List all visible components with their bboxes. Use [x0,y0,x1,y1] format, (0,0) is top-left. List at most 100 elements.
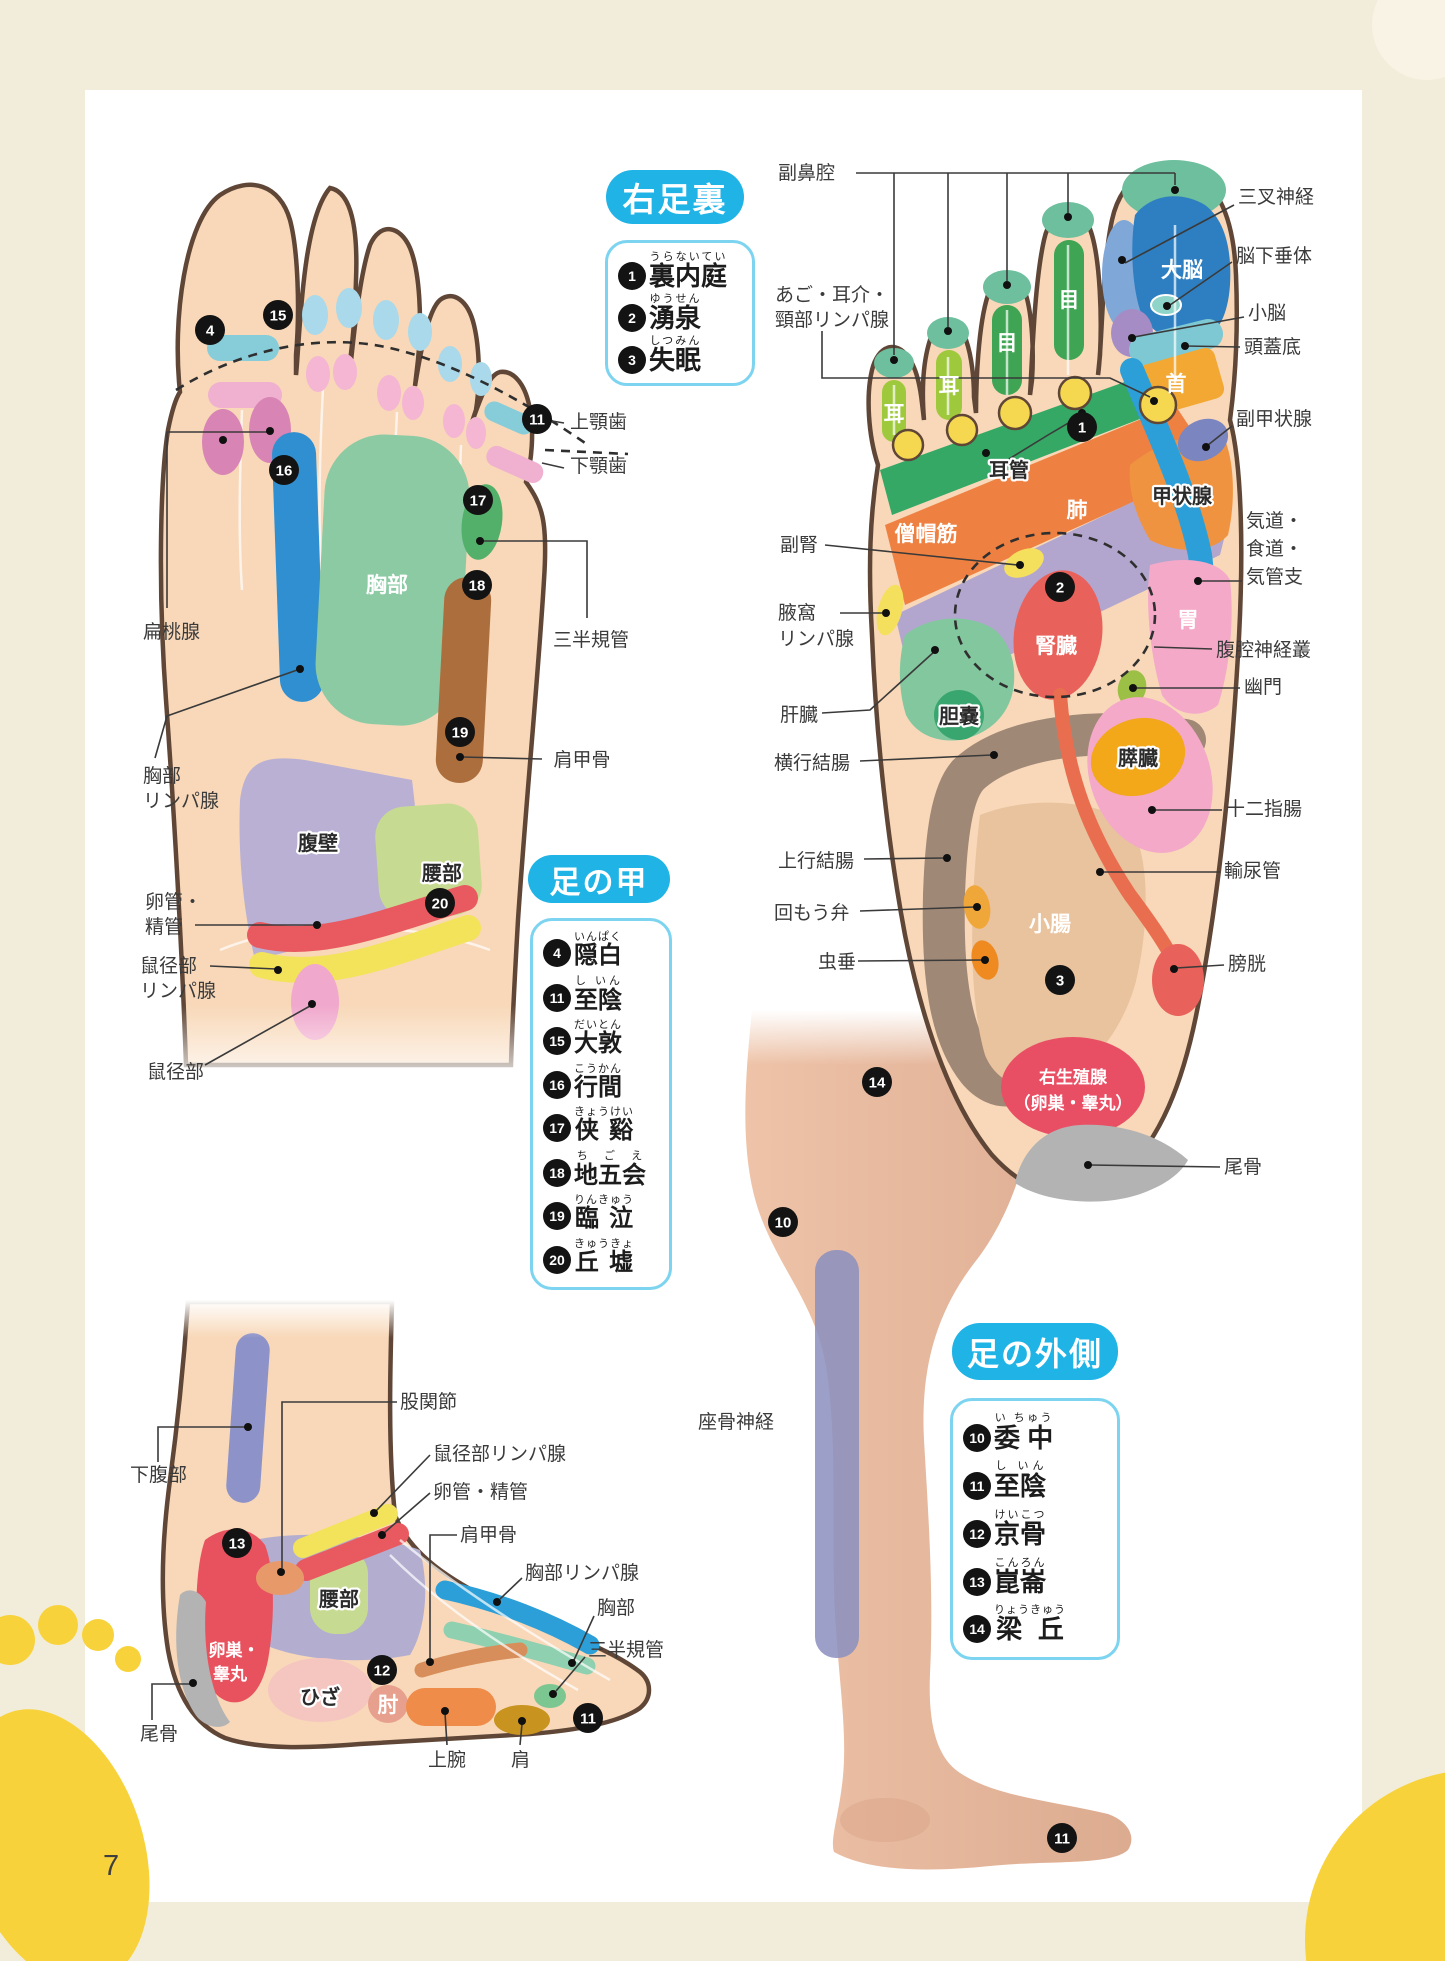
label-celiac: 腹腔神経叢 [1216,639,1311,661]
zone-abdominal-wall [239,758,418,960]
point-number-12: 12 [963,1519,991,1548]
label-upper-jaw: 上顎歯 [570,411,627,433]
legend-item-urana: 1 裏内庭うらないてい [618,251,742,293]
zone-axillary-lymph [876,584,904,636]
label-upper-arm: 上腕 [428,1749,466,1771]
label-jaw-lymph-1: あご・耳介・ [775,284,889,306]
label-chest-lymph-2: リンパ腺 [143,790,219,812]
section-header-outside: 足の外側 [952,1323,1118,1380]
label-airway-2: 食道・ [1246,538,1303,560]
zone-groin-lymph-band [249,915,481,983]
point-label: 梁 丘 [994,1614,1066,1645]
label-stomach: 胃 [1178,609,1199,632]
badge-11-side: 11 [573,1703,603,1733]
badge-1: 1 [1067,412,1097,442]
label-eye-1: 目 [1059,289,1080,312]
point-label: 湧泉 [649,303,702,333]
point-label: 丘 墟 [574,1248,634,1276]
label-tonsil: 扁桃腺 [143,621,200,643]
zone-little-toe-blue [484,401,534,435]
svg-text:14: 14 [869,1075,886,1092]
point-number-17: 17 [543,1114,571,1143]
label-lung: 肺 [1067,499,1088,522]
label-groin-lymph-2: リンパ腺 [140,980,216,1002]
label-trigeminal: 三叉神経 [1238,186,1314,208]
label-trapezius: 僧帽筋 [895,522,958,546]
point-number-20: 20 [543,1245,571,1274]
badge-11-leg: 11 [1047,1823,1077,1853]
badge-20: 20 [425,888,455,918]
point-label: 侠 谿 [574,1117,634,1145]
zone-chest [315,434,470,726]
zone-little-toe-pink [486,445,544,484]
label-ear-2: 耳 [884,403,905,426]
point-number-13: 13 [963,1567,991,1596]
point-label: 京骨 [994,1518,1047,1549]
zone-gonad [1001,1037,1145,1137]
zone-liver [899,618,1015,741]
point-number-18: 18 [543,1158,571,1187]
point-number-3: 3 [618,346,646,374]
fade-top-side [100,1300,680,1338]
svg-text:3: 3 [1056,973,1064,990]
zone-parathyroid [1177,418,1229,462]
header-outside-text: 足の外側 [966,1335,1103,1372]
svg-text:11: 11 [1054,1831,1070,1848]
svg-text:19: 19 [452,725,469,742]
label-side-groin-lymph: 鼠径部リンパ腺 [433,1443,566,1465]
label-gallbladder: 胆嚢 [939,704,980,728]
zone-coccyx [1015,1124,1188,1202]
svg-text:15: 15 [270,308,287,325]
point-label: 至陰 [574,986,622,1014]
label-pylorus: 幽門 [1244,676,1282,698]
sole-right-diagram: 副鼻腔 あご・耳介・ 頸部リンパ腺 副腎 腋窩 リンパ腺 肝臓 横行結腸 上行結… [774,160,1314,1202]
sciatic-nerve-strip [815,1250,859,1658]
label-hip-joint: 股関節 [400,1391,457,1413]
label-ureter: 輸尿管 [1224,860,1281,882]
point-label: 委 中 [994,1422,1054,1453]
label-elbow: 肘 [378,1693,399,1717]
label-coccyx-right: 尾骨 [1224,1157,1262,1178]
point-number-19: 19 [543,1202,571,1231]
zone-knee [268,1658,372,1722]
legend-item-shitsumin: 3 失眠しつみん [618,335,742,377]
footprint-decoration [0,1605,150,1961]
label-skull-base: 頭蓋底 [1244,336,1301,358]
svg-text:11: 11 [529,412,545,429]
label-liver: 肝臓 [780,704,818,726]
label-oviduct-2: 精管 [145,916,183,938]
label-side-scapula: 肩甲骨 [460,1524,517,1546]
label-gonad-1: 右生殖腺 [1039,1067,1108,1087]
circle-decoration-top [1372,0,1445,80]
point-label: 臨 泣 [574,1205,634,1233]
label-knee: ひざ [300,1685,340,1709]
badge-4: 4 [195,315,225,345]
badge-10: 10 [768,1207,798,1237]
point-number-2: 2 [618,304,646,332]
sole-left-diagram: 上顎歯 下顎歯 三半規管 肩甲骨 扁桃腺 胸部 リンパ腺 卵管・ 精管 鼠径部 … [90,182,670,1095]
label-groin-lymph-1: 鼠径部 [140,955,197,977]
leader-lines-right [821,172,1245,1169]
label-ovary-1: 卵巣・ [209,1640,260,1660]
label-eustachian: 耳管 [989,458,1029,482]
zone-side-scapula [414,1642,528,1678]
zone-side-groin-lymph [293,1504,398,1558]
badge-14: 14 [862,1067,892,1097]
heel-shading [840,1798,930,1842]
zone-trapezius-band [885,405,1215,605]
label-ileocecal: 回もう弁 [774,902,849,924]
badge-3: 3 [1045,965,1075,995]
label-scapula: 肩甲骨 [553,749,610,771]
point-label: 至陰 [994,1471,1047,1502]
zone-elbow [368,1685,408,1723]
zone-upper-arm [406,1688,496,1726]
label-abdominal-wall: 腹壁 [298,831,338,855]
point-number-15: 15 [543,1027,571,1056]
